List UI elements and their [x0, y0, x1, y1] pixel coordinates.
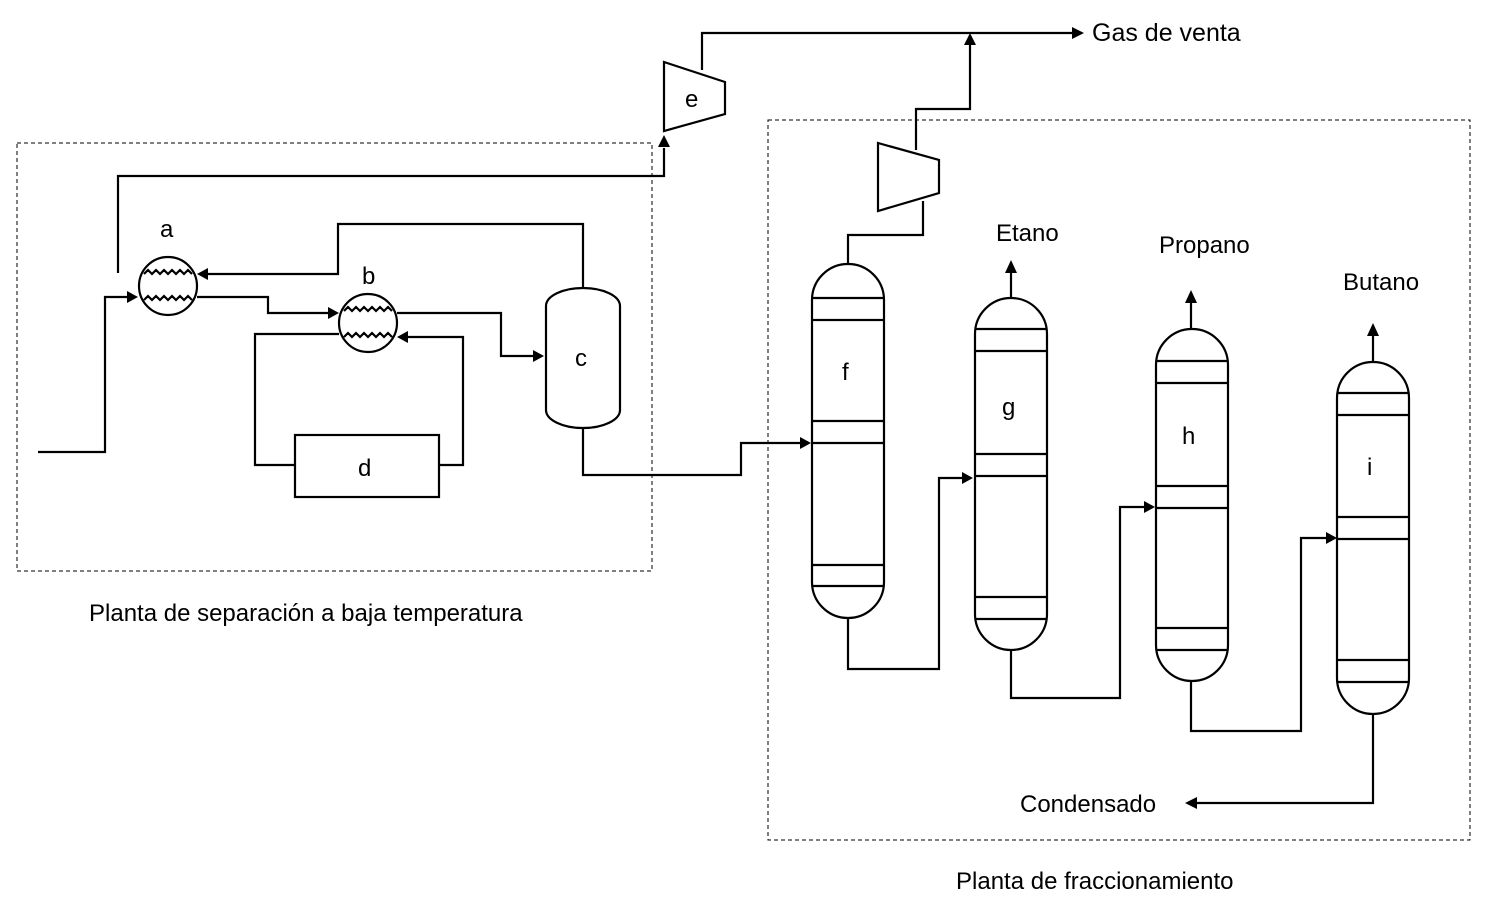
line-compressor-to-sales-gas — [914, 45, 972, 150]
heat-exchanger-b — [337, 292, 399, 354]
line-a-to-b — [197, 295, 329, 315]
arrow-into-compressor-e — [658, 135, 670, 147]
label-d: d — [358, 455, 371, 482]
fractionation-plant-boundary — [767, 119, 1471, 841]
arrow-g-to-h — [1144, 501, 1155, 513]
column-h — [1154, 327, 1230, 683]
caption-fractionation-plant: Planta de fraccionamiento — [956, 868, 1234, 895]
arrow-c-gas-to-a — [197, 268, 208, 280]
column-i — [1335, 360, 1411, 716]
label-a: a — [160, 216, 174, 243]
caption-low-temp-plant: Planta de separación a baja temperatura — [89, 600, 523, 627]
line-c-gas-to-a — [208, 222, 585, 288]
line-e-to-sales-gas — [700, 31, 1073, 70]
compressor-e — [662, 60, 727, 133]
arrow-f-to-g — [962, 472, 973, 484]
line-a-to-compressor-e — [116, 148, 666, 273]
arrow-sales-gas — [1072, 27, 1084, 39]
column-f — [810, 262, 886, 620]
label-e: e — [685, 86, 698, 113]
arrow-feed-to-a — [127, 291, 138, 303]
arrow-butane — [1367, 323, 1379, 336]
low-temp-plant-boundary — [16, 142, 653, 572]
separator-c — [544, 286, 622, 430]
line-condensate-out — [1197, 714, 1375, 805]
label-gas-de-venta: Gas de venta — [1092, 19, 1241, 47]
label-i: i — [1367, 454, 1372, 481]
label-condensado: Condensado — [1020, 791, 1156, 818]
column-g — [973, 296, 1049, 652]
line-g-to-h — [1009, 505, 1144, 700]
line-b-to-d — [253, 332, 339, 467]
line-c-to-f — [581, 428, 800, 477]
label-etano: Etano — [996, 220, 1059, 247]
arrow-propane — [1185, 290, 1197, 303]
arrow-h-to-i — [1326, 532, 1337, 544]
label-butano: Butano — [1343, 269, 1419, 296]
arrow-c-to-f — [800, 437, 811, 449]
line-b-to-c — [397, 311, 533, 358]
line-h-to-i — [1189, 536, 1326, 733]
label-h: h — [1182, 423, 1195, 450]
label-g: g — [1002, 394, 1015, 421]
refrigeration-unit-d — [293, 433, 441, 499]
arrow-a-to-b — [328, 307, 339, 319]
line-f-to-g — [846, 476, 962, 671]
compressor-f-overhead — [876, 141, 941, 213]
arrow-ethane — [1005, 260, 1017, 273]
feed-line — [38, 295, 128, 454]
label-propano: Propano — [1159, 232, 1250, 259]
arrow-b-to-c — [533, 350, 544, 362]
line-d-to-b — [408, 335, 465, 467]
arrow-into-sales-gas-header — [964, 33, 976, 45]
line-f-to-compressor — [846, 201, 925, 266]
label-b: b — [362, 263, 375, 290]
heat-exchanger-a — [137, 255, 199, 317]
label-c: c — [575, 345, 587, 372]
label-f: f — [842, 359, 849, 386]
arrow-condensate — [1185, 797, 1197, 809]
arrow-d-to-b — [397, 331, 408, 343]
